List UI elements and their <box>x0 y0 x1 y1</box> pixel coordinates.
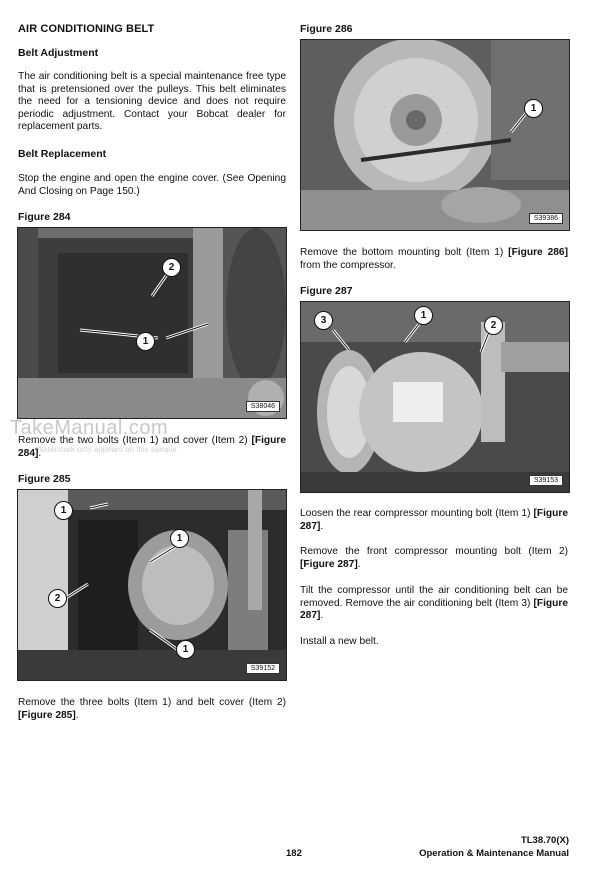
callout-item-2: 2 <box>48 589 67 608</box>
page-number: 182 <box>286 848 302 859</box>
figure-286-instruction: Remove the bottom mounting bolt (Item 1)… <box>300 247 568 271</box>
figure-285-ref: [Figure 285] <box>18 709 76 721</box>
figure-286-illustration <box>301 40 569 230</box>
figure-286-photo: 1 S39386 <box>300 39 570 231</box>
figure-284-photo: 2 1 S38046 <box>17 227 287 419</box>
figure-287-label: Figure 287 <box>300 285 353 297</box>
watermark-note: Watermark only appears on this sample <box>36 445 177 454</box>
step1-ref: [Figure 287] <box>300 508 568 532</box>
belt-replacement-heading: Belt Replacement <box>18 148 107 160</box>
figure-285-instruction: Remove the three bolts (Item 1) and belt… <box>18 697 286 721</box>
step3-ref: [Figure 287] <box>300 597 568 622</box>
figure-285-label: Figure 285 <box>18 473 71 485</box>
watermark: TakeManual.com <box>10 417 169 439</box>
figure-286-code: S39386 <box>528 213 563 224</box>
figure-284-illustration <box>18 228 286 418</box>
figure-287-photo: 3 1 2 S39153 <box>300 301 570 493</box>
figure-285-photo: 1 1 2 1 S39152 <box>17 489 287 681</box>
step-install-belt: Install a new belt. <box>300 636 379 647</box>
figure-285-illustration <box>18 490 286 680</box>
figure-284-label: Figure 284 <box>18 211 71 223</box>
figure-284-ref: [Figure 284] <box>18 435 286 459</box>
figure-287-illustration <box>301 302 569 492</box>
callout-item-2: 2 <box>162 258 181 277</box>
callout-item-1: 1 <box>54 501 73 520</box>
section-title: AIR CONDITIONING BELT <box>18 23 155 35</box>
callout-item-1: 1 <box>136 332 155 351</box>
belt-adjustment-text: The air conditioning belt is a special m… <box>18 71 286 133</box>
figure-284-code: S38046 <box>245 401 280 412</box>
step2-ref: [Figure 287] <box>300 558 358 570</box>
callout-item-1: 1 <box>524 99 543 118</box>
callout-item-3: 3 <box>314 311 333 330</box>
footer-model: TL38.70(X) <box>520 835 569 846</box>
footer-manual-title: Operation & Maintenance Manual <box>419 848 569 859</box>
figure-286-label: Figure 286 <box>300 23 353 35</box>
figure-287-code: S39153 <box>528 475 563 486</box>
step-tilt-compressor: Tilt the compressor until the air condit… <box>300 585 568 622</box>
belt-replacement-text: Stop the engine and open the engine cove… <box>18 173 286 197</box>
step-remove-front-bolt: Remove the front compressor mounting bol… <box>300 546 568 570</box>
callout-item-2: 2 <box>484 316 503 335</box>
figure-285-code: S39152 <box>245 663 280 674</box>
figure-284-instruction: Remove the two bolts (Item 1) and cover … <box>18 435 286 459</box>
callout-item-1: 1 <box>176 640 195 659</box>
callout-item-1: 1 <box>414 306 433 325</box>
belt-adjustment-heading: Belt Adjustment <box>18 47 99 59</box>
figure-286-ref: [Figure 286] <box>508 247 568 258</box>
step-loosen-rear-bolt: Loosen the rear compressor mounting bolt… <box>300 508 568 532</box>
callout-item-1: 1 <box>170 529 189 548</box>
